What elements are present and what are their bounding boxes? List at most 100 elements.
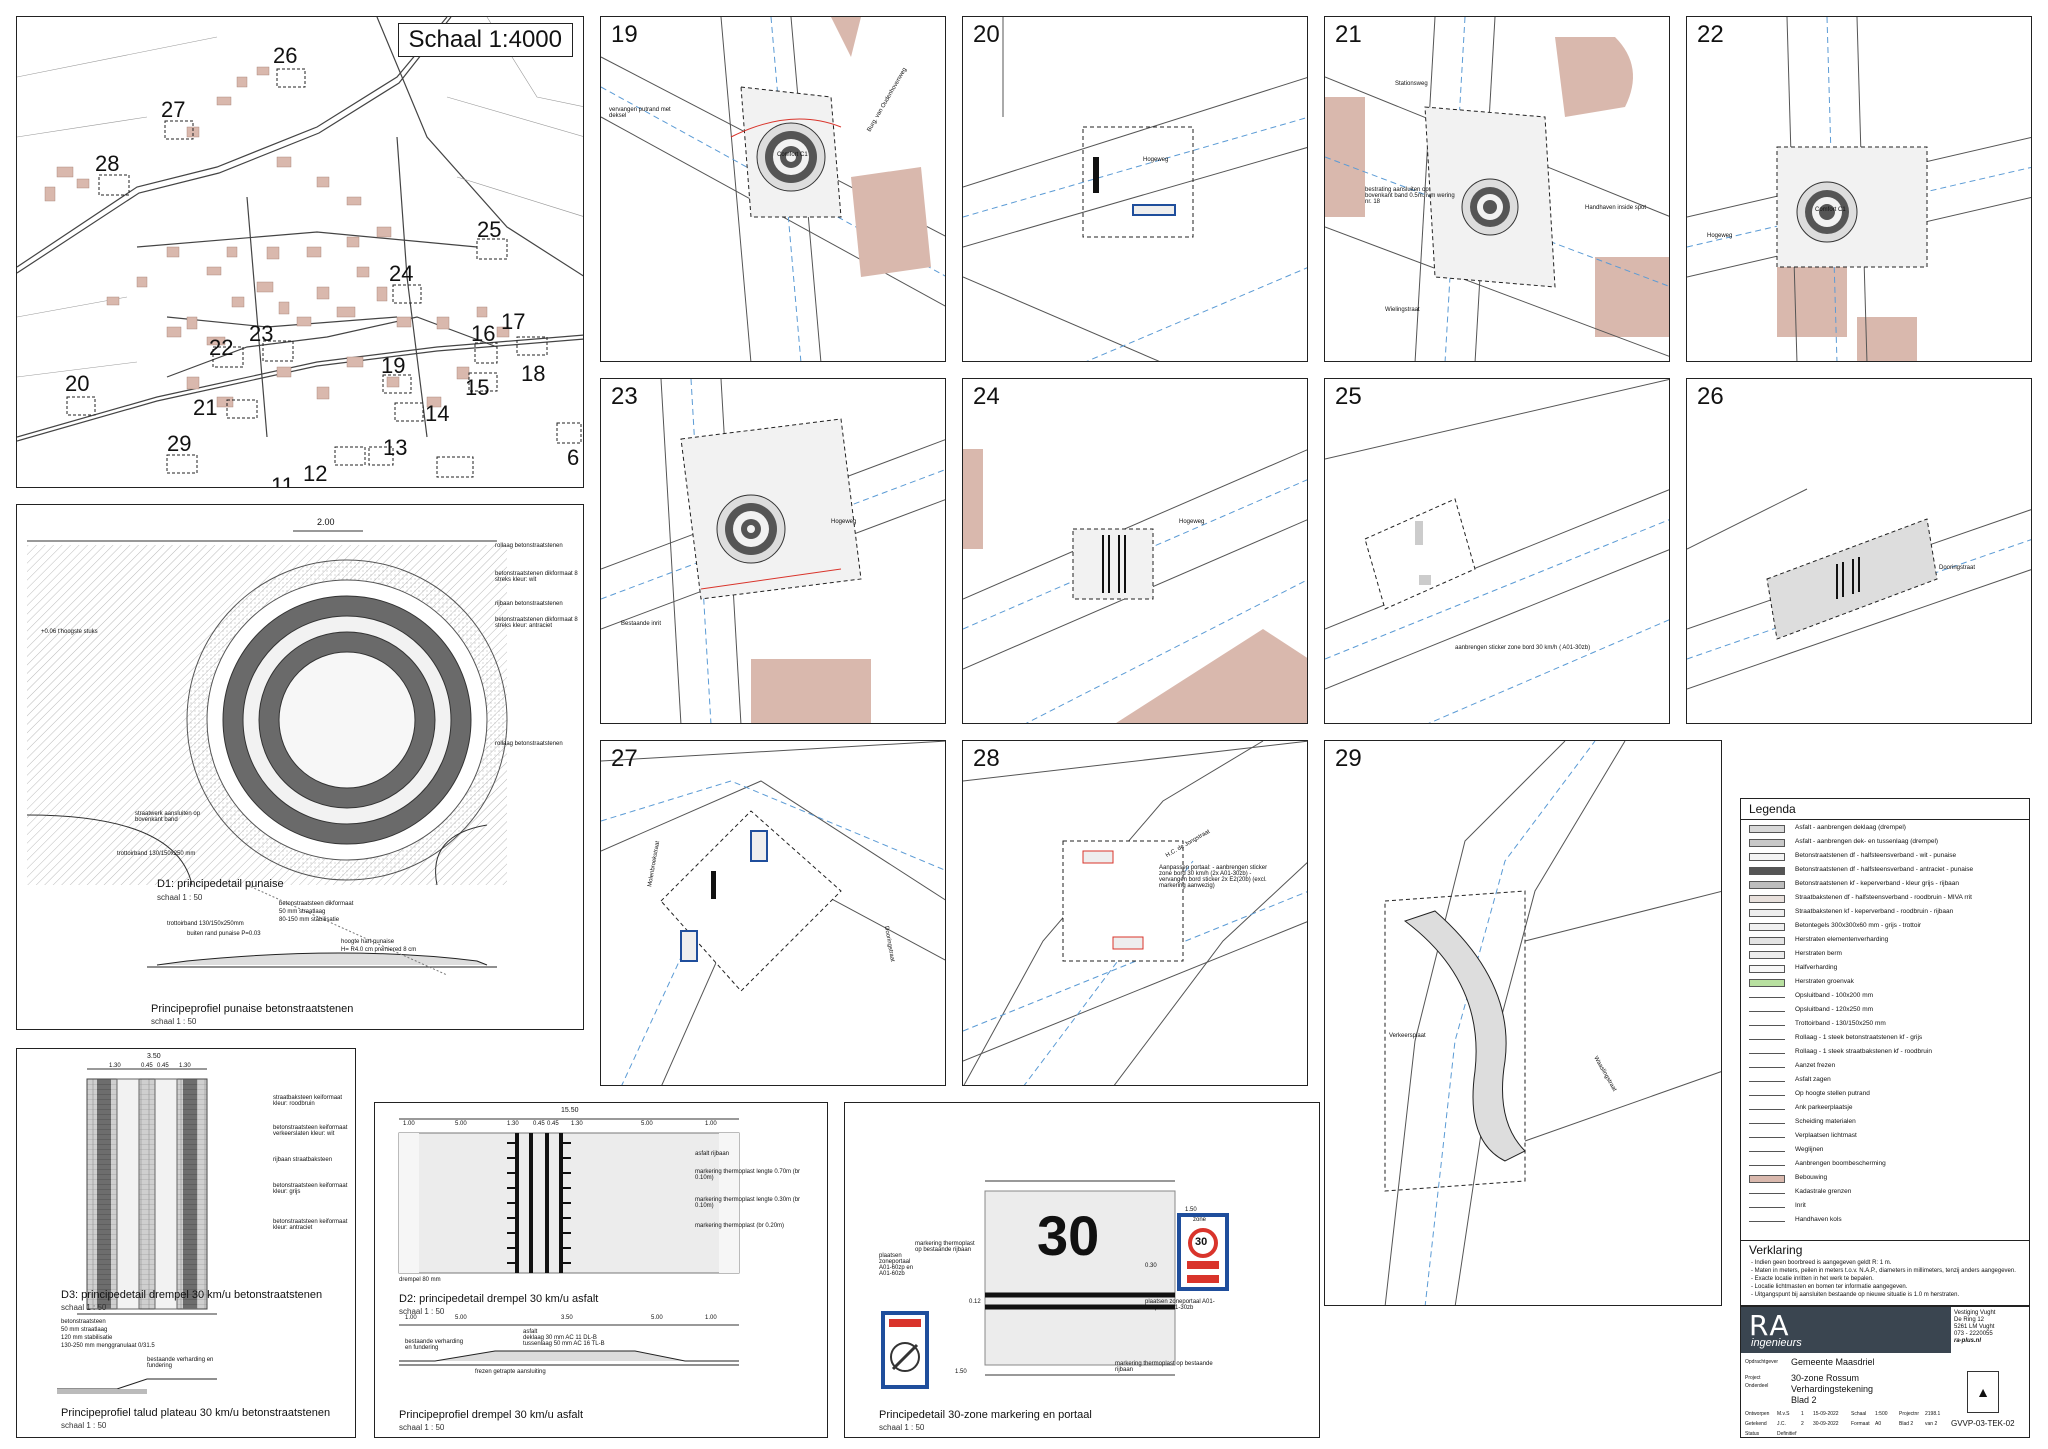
legend-item-label: Betontegels 300x300x60 mm - grijs - trot… bbox=[1795, 922, 1922, 929]
legend-swatch bbox=[1749, 881, 1785, 889]
d3-title: D3: principedetail drempel 30 km/u beton… bbox=[61, 1289, 323, 1301]
d2-profile-dim-3: 3.50 bbox=[561, 1315, 573, 1321]
legend-item: Bebouwing bbox=[1749, 1173, 2019, 1186]
row2-0: Getekend bbox=[1745, 1421, 1767, 1427]
overview-map bbox=[17, 17, 583, 478]
legend-swatch bbox=[1749, 1067, 1785, 1069]
zone-dim-1: 1.50 bbox=[955, 1369, 967, 1375]
d2-title: D2: principedetail drempel 30 km/u asfal… bbox=[399, 1293, 599, 1305]
legend-swatch bbox=[1749, 867, 1785, 875]
overview-label-24: 24 bbox=[389, 261, 414, 286]
detail-21-note2: Handhaven inside spot bbox=[1585, 205, 1647, 211]
d3-profile-note-2: 50 mm straatlaag bbox=[61, 1327, 108, 1333]
row2-4: Formaat bbox=[1851, 1421, 1870, 1427]
row1-1: M.v.S bbox=[1777, 1411, 1790, 1417]
legend-item-label: Halfverharding bbox=[1795, 964, 1838, 971]
tekeningnummer: GVVP-03-TEK-02 bbox=[1951, 1419, 2015, 1428]
row1-0: Ontworpen bbox=[1745, 1411, 1770, 1417]
detail-24-road: Hogeweg bbox=[1179, 519, 1205, 525]
zone-note-1: markering thermoplast op bestaande rijba… bbox=[915, 1241, 975, 1253]
legend-item: Verplaatsen lichtmast bbox=[1749, 1131, 2019, 1144]
row1-6: Projectnr bbox=[1899, 1411, 1920, 1417]
legend-item-label: Verplaatsen lichtmast bbox=[1795, 1132, 1857, 1139]
detail-25-note: aanbrengen sticker zone bord 30 km/h ( A… bbox=[1455, 645, 1591, 651]
d1-profile-scale: schaal 1 : 50 bbox=[151, 1017, 197, 1026]
d2-profile-title: Principeprofiel drempel 30 km/u asfalt bbox=[399, 1409, 584, 1421]
overview-label-23: 23 bbox=[249, 321, 274, 346]
detail-25-drawing bbox=[1325, 379, 1669, 723]
overview-label-11: 11 bbox=[271, 473, 294, 488]
verklaring-line-1: - Indien geen boorbreed is aangegeven ge… bbox=[1751, 1260, 1892, 1266]
d2-dim-6: 1.30 bbox=[571, 1121, 583, 1127]
row1-2: 1 bbox=[1801, 1411, 1804, 1417]
d1-profile-note-5: buiten rand punaise P=0.03 bbox=[187, 931, 261, 937]
verklaring-panel: Verklaring - Indien geen boorbreed is aa… bbox=[1740, 1240, 2030, 1306]
legend-item: Weglijnen bbox=[1749, 1145, 2019, 1158]
d3-profile-scale: schaal 1 : 50 bbox=[61, 1421, 107, 1430]
d3-dim-2: 0.45 bbox=[141, 1063, 153, 1069]
legend-item: Rollaag - 1 steek straatbakstenen kf - r… bbox=[1749, 1047, 2019, 1060]
verklaring-line-4: - Locatie lichtmasten en bomen ter infor… bbox=[1751, 1284, 1908, 1290]
d3-dim-total: 3.50 bbox=[147, 1053, 161, 1060]
legend-swatch bbox=[1749, 997, 1785, 999]
d1-scale: schaal 1 : 50 bbox=[157, 893, 203, 902]
d3-note-4: betonstraatsteen keiformaat kleur: grijs bbox=[273, 1183, 348, 1195]
detail-21-drawing bbox=[1325, 17, 1669, 361]
detail-28-drawing bbox=[963, 741, 1307, 1085]
legend-item: Opsluitband - 120x250 mm bbox=[1749, 1005, 2019, 1018]
d1-dim-top: 2.00 bbox=[317, 517, 335, 527]
detail-number-26: 26 bbox=[1697, 383, 1724, 410]
d2-profile-note-2: deklaag 30 mm AC 11 DL-B bbox=[523, 1335, 597, 1341]
opdrachtgever-label: Opdrachtgever bbox=[1745, 1359, 1779, 1365]
overview-label-28: 28 bbox=[95, 151, 120, 176]
detail-number-23: 23 bbox=[611, 383, 638, 410]
d3-dim-3: 0.45 bbox=[157, 1063, 169, 1069]
d2-note-1: asfalt rijbaan bbox=[695, 1151, 730, 1157]
legend-swatch bbox=[1749, 1011, 1785, 1013]
legend-item: Inrit bbox=[1749, 1201, 2019, 1214]
company-address: Vestiging Vught De Ring 12 5261 LM Vught… bbox=[1951, 1307, 2031, 1353]
legend-item-label: Asfalt zagen bbox=[1795, 1076, 1831, 1083]
legend-swatch bbox=[1749, 1109, 1785, 1111]
address-line: ra-plus.nl bbox=[1954, 1338, 1982, 1344]
overview-label-20: 20 bbox=[65, 371, 90, 396]
overview-label-13: 13 bbox=[383, 435, 408, 460]
d2-dim-4: 0.45 bbox=[533, 1121, 545, 1127]
scale-label: Schaal 1:4000 bbox=[397, 23, 573, 57]
legend-swatch bbox=[1749, 1207, 1785, 1209]
row1-5: 1:500 bbox=[1875, 1411, 1888, 1417]
detail-number-22: 22 bbox=[1697, 21, 1724, 48]
legend-swatch bbox=[1749, 839, 1785, 847]
d1-note-5: rollaag betonstraatstenen bbox=[495, 741, 563, 747]
d1-note-3: rijbaan betonstraatstenen bbox=[495, 601, 563, 607]
detail-panel-22: 22 Comfort C1 Hogeweg bbox=[1686, 16, 2032, 362]
zone-note-2: plaatsen zoneportaal A01-60zp en A01-60z… bbox=[879, 1253, 914, 1277]
d3-drempel-panel: 3.50 1.30 0.45 0.45 1.30 straatbaksteen … bbox=[16, 1048, 356, 1438]
legend-swatch bbox=[1749, 1025, 1785, 1027]
legend-swatch bbox=[1749, 1193, 1785, 1195]
zone-sign-num: 30 bbox=[1195, 1236, 1208, 1248]
zone-dim-3: 0.12 bbox=[969, 1299, 981, 1305]
legend-swatch bbox=[1749, 1081, 1785, 1083]
legend-item-label: Op hoogte stellen putrand bbox=[1795, 1090, 1870, 1097]
d1-profile-title: Principeprofiel punaise betonstraatstene… bbox=[151, 1003, 354, 1015]
onderdeel-name: Verhardingstekening bbox=[1791, 1384, 1874, 1394]
d2-note-2: markering thermoplast lengte 0.70m (br 0… bbox=[695, 1169, 801, 1181]
legend-item: Herstraten elementenverharding bbox=[1749, 935, 2019, 948]
overview-label-29: 29 bbox=[167, 431, 192, 456]
d1-note-4: betonstraatstenen dikformaat 8 streks kl… bbox=[495, 617, 578, 629]
detail-number-25: 25 bbox=[1335, 383, 1362, 410]
detail-panel-24: 24 Hogeweg bbox=[962, 378, 1308, 724]
d2-dim-1: 1.00 bbox=[403, 1121, 415, 1127]
legend-item: Herstraten berm bbox=[1749, 949, 2019, 962]
legend-item: Asfalt zagen bbox=[1749, 1075, 2019, 1088]
overview-label-25: 25 bbox=[477, 217, 502, 242]
legend-swatch bbox=[1749, 979, 1785, 987]
legend-swatch bbox=[1749, 853, 1785, 861]
d3-profile-title: Principeprofiel talud plateau 30 km/u be… bbox=[61, 1407, 331, 1419]
d2-drempel-panel: 15.50 1.00 5.00 1.30 0.45 0.45 1.30 5.00… bbox=[374, 1102, 828, 1438]
legend-swatch bbox=[1749, 1175, 1785, 1183]
row2-5: A0 bbox=[1875, 1421, 1882, 1427]
legend-item-label: Weglijnen bbox=[1795, 1146, 1824, 1153]
zone-scale: schaal 1 : 50 bbox=[879, 1423, 925, 1432]
